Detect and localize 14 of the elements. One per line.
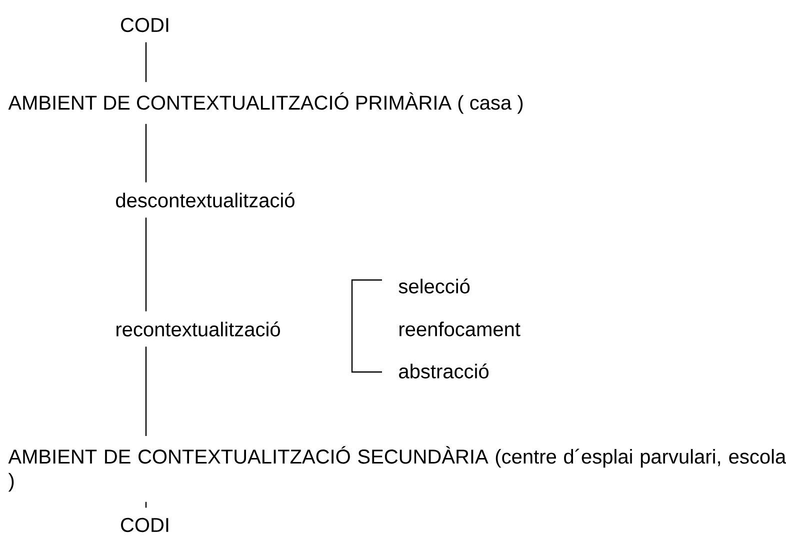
node-text: AMBIENT DE CONTEXTUALITZACIÓ PRIMÀRIA ( casa ) bbox=[8, 92, 523, 114]
connector-line bbox=[145, 42, 147, 82]
connector-line bbox=[145, 124, 147, 182]
node-text: recontextualització bbox=[116, 322, 280, 336]
connector-line bbox=[145, 218, 147, 312]
bracket-item: abstracció bbox=[399, 364, 488, 378]
connector-line bbox=[145, 502, 147, 508]
connector-line bbox=[145, 346, 147, 436]
node-text: CODI bbox=[121, 518, 168, 532]
node-text: descontextualització bbox=[116, 192, 294, 208]
node-text: CODI bbox=[121, 18, 168, 32]
bracket-item: reenfocament bbox=[400, 322, 520, 336]
node-text: AMBIENT DE CONTEXTUALITZACIÓ SECUNDÀRIA (centre d´esplai parvulari, escola ) bbox=[8, 446, 786, 492]
bracket-item: selecció bbox=[398, 278, 470, 294]
